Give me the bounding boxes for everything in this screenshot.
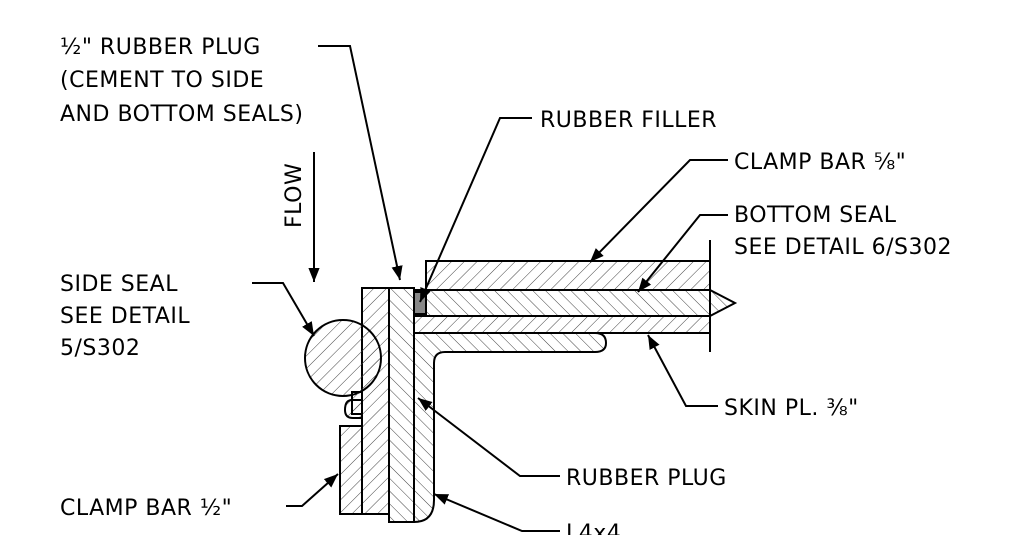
label-rubber-plug-top-2: (CEMENT TO SIDE xyxy=(60,68,264,93)
bottom-seal xyxy=(413,289,738,317)
skin-plate xyxy=(413,315,711,334)
leader-rubber-plug-bottom xyxy=(417,397,560,477)
label-side-seal-1: SIDE SEAL xyxy=(60,272,178,297)
clamp-bar-bottom xyxy=(339,425,363,515)
rubber-filler xyxy=(413,291,427,315)
leader-clamp-bar-top xyxy=(589,159,728,263)
side-seal-bulb xyxy=(304,319,382,397)
label-clamp-bar-bottom: CLAMP BAR ½" xyxy=(60,496,232,521)
leader-angle xyxy=(433,493,560,532)
clamp-bar-top xyxy=(425,260,711,291)
label-skin-plate: SKIN PL. ⅜" xyxy=(724,396,859,421)
leader-clamp-bar-bottom xyxy=(286,473,339,507)
side-seal-neck xyxy=(351,391,363,415)
label-rubber-plug-top-1: ½" RUBBER PLUG xyxy=(60,35,261,60)
label-bottom-seal-1: BOTTOM SEAL xyxy=(734,203,897,228)
leader-bottom-seal xyxy=(637,214,728,293)
leader-skin-plate xyxy=(647,334,718,407)
leader-rubber-filler xyxy=(419,117,532,303)
label-side-seal-3: 5/S302 xyxy=(60,336,140,361)
leader-rubber-plug-top xyxy=(318,45,403,281)
angle-l4x4 xyxy=(413,332,608,524)
label-flow: FLOW xyxy=(282,163,307,228)
label-side-seal-2: SEE DETAIL xyxy=(60,304,190,329)
label-bottom-seal-2: SEE DETAIL 6/S302 xyxy=(734,235,952,260)
label-clamp-bar-top: CLAMP BAR ⅝" xyxy=(734,150,906,175)
rubber-plug-vertical xyxy=(388,287,415,523)
leader-side-seal xyxy=(252,282,315,337)
label-rubber-filler: RUBBER FILLER xyxy=(540,108,717,133)
label-angle: L4x4 xyxy=(566,521,621,535)
label-rubber-plug-bottom: RUBBER PLUG xyxy=(566,466,727,491)
clamp-bar-vertical xyxy=(361,287,390,515)
label-rubber-plug-top-3: AND BOTTOM SEALS) xyxy=(60,102,303,127)
